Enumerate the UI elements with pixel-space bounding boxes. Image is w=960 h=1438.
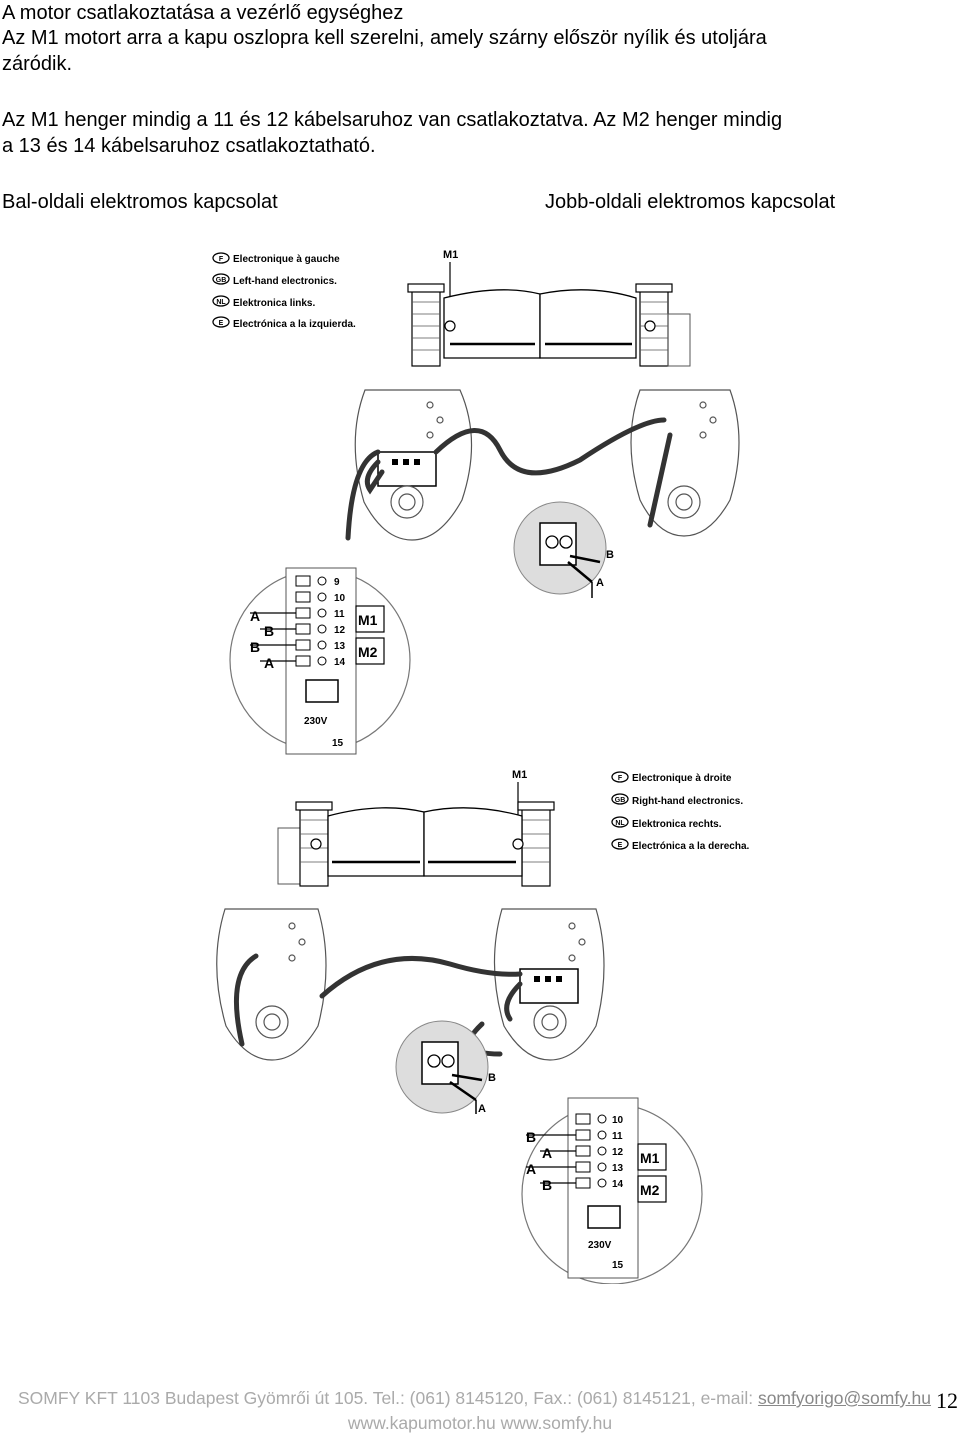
terminal-label: 14 bbox=[612, 1179, 624, 1190]
terminal-label: 11 bbox=[612, 1131, 623, 1142]
connector-b-label: B bbox=[488, 1072, 496, 1084]
terminal: 10 bbox=[295, 591, 346, 604]
legend-code: F bbox=[219, 256, 224, 263]
motor-m1-label: M1 bbox=[443, 249, 458, 261]
wire-label: B bbox=[526, 1129, 536, 1145]
footer-email-link[interactable]: somfyorigo@somfy.hu bbox=[757, 1388, 932, 1408]
motor-m2-terminal-label: M2 bbox=[640, 1182, 660, 1198]
legend-item: GB Right-hand electronics. bbox=[611, 793, 743, 807]
terminal-block-zoom: 10 11 12 13 14 B A A B M1 M2 230V 15 bbox=[521, 1097, 703, 1284]
fuse-label: 15 bbox=[332, 738, 344, 749]
terminal-label: 10 bbox=[334, 593, 346, 604]
power-label: 230V bbox=[588, 1240, 612, 1251]
motor-m1-terminal-label: M1 bbox=[640, 1150, 660, 1166]
terminal-label: 12 bbox=[612, 1147, 624, 1158]
motor-housing bbox=[216, 908, 327, 1061]
wire-label: B bbox=[264, 623, 274, 639]
legend-code: GB bbox=[615, 797, 626, 804]
terminal: 12 bbox=[575, 1145, 624, 1158]
heading-line-2: Az M1 motort arra a kapu oszlopra kell s… bbox=[2, 27, 767, 49]
legend-item: E Electrónica a la derecha. bbox=[611, 838, 750, 852]
terminal-label: 12 bbox=[334, 625, 346, 636]
wire-label: B bbox=[250, 639, 260, 655]
wire-label: A bbox=[526, 1161, 536, 1177]
legend-text: Electrónica a la derecha. bbox=[632, 841, 750, 852]
legend-code: GB bbox=[216, 277, 227, 284]
legend-text: Elektronica rechts. bbox=[632, 819, 722, 830]
legend-text: Elektronica links. bbox=[233, 298, 315, 309]
legend-code: NL bbox=[615, 820, 625, 827]
legend-text: Right-hand electronics. bbox=[632, 796, 743, 807]
heading-line-1: A motor csatlakoztatása a vezérlő egység… bbox=[2, 2, 404, 24]
control-unit-housing bbox=[493, 908, 605, 1061]
wire-label: A bbox=[264, 655, 274, 671]
gate-illustration: M1 bbox=[407, 249, 691, 367]
terminal-label: 11 bbox=[334, 609, 345, 620]
wire-label: A bbox=[542, 1145, 552, 1161]
paragraph-line-2: a 13 és 14 kábelsaruhoz csatlakoztatható… bbox=[2, 135, 376, 157]
fuse-label: 15 bbox=[612, 1260, 624, 1271]
column-right-title: Jobb-oldali elektromos kapcsolat bbox=[545, 191, 836, 213]
motor-m1-label: M1 bbox=[512, 769, 527, 781]
terminal: 13 bbox=[295, 639, 346, 652]
motor-m1-terminal-label: M1 bbox=[358, 612, 378, 628]
column-left-title: Bal-oldali elektromos kapcsolat bbox=[2, 191, 278, 213]
heading-line-3: záródik. bbox=[2, 53, 73, 75]
legend-text: Electrónica a la izquierda. bbox=[233, 319, 356, 330]
left-hand-wiring-diagram: F Electronique à gauche GB Left-hand ele… bbox=[212, 249, 740, 755]
legend-code: F bbox=[618, 775, 623, 782]
terminal: 11 bbox=[575, 1129, 623, 1142]
footer-company-line: SOMFY KFT 1103 Budapest Gyömrői út 105. … bbox=[18, 1388, 931, 1409]
terminal-label: 13 bbox=[612, 1163, 624, 1174]
terminal-label: 13 bbox=[334, 641, 346, 652]
legend-item: E Electrónica a la izquierda. bbox=[212, 316, 356, 330]
control-unit-housing bbox=[354, 389, 473, 541]
terminal: 10 bbox=[575, 1113, 624, 1126]
terminal-label: 9 bbox=[334, 577, 340, 588]
legend-item: F Electronique à droite bbox=[611, 771, 732, 784]
legend-right: F Electronique à droite GB Right-hand el… bbox=[611, 771, 750, 852]
legend-item: GB Left-hand electronics. bbox=[212, 273, 337, 287]
legend-code: E bbox=[219, 320, 224, 327]
legend-left: F Electronique à gauche GB Left-hand ele… bbox=[212, 252, 356, 330]
page-number: 12 bbox=[936, 1388, 958, 1413]
power-label: 230V bbox=[304, 716, 328, 727]
footer-websites[interactable]: www.kapumotor.hu www.somfy.hu bbox=[347, 1413, 613, 1433]
connector-zoom: B A bbox=[395, 1020, 496, 1115]
legend-text: Left-hand electronics. bbox=[233, 276, 337, 287]
paragraph-line-1: Az M1 henger mindig a 11 és 12 kábelsaru… bbox=[2, 109, 783, 131]
legend-code: NL bbox=[216, 299, 226, 306]
right-hand-wiring-diagram: F Electronique à droite GB Right-hand el… bbox=[216, 769, 750, 1284]
motor-cable bbox=[233, 953, 523, 1057]
legend-text: Electronique à gauche bbox=[233, 254, 340, 265]
terminal: 9 bbox=[295, 575, 340, 588]
gate-illustration: M1 bbox=[277, 769, 555, 887]
motor-cable bbox=[345, 417, 673, 541]
legend-item: NL Elektronica rechts. bbox=[611, 816, 722, 830]
connector-a-label: A bbox=[596, 577, 604, 589]
motor-housing bbox=[630, 389, 740, 537]
terminal-label: 10 bbox=[612, 1115, 624, 1126]
terminal-block-zoom: 9 10 11 12 13 14 A B B A M1 M2 230V 15 bbox=[229, 567, 411, 755]
terminal: 13 bbox=[575, 1161, 624, 1174]
legend-item: F Electronique à gauche bbox=[212, 252, 340, 265]
terminal-label: 14 bbox=[334, 657, 346, 668]
wire-label: A bbox=[250, 608, 260, 624]
legend-item: NL Elektronica links. bbox=[212, 295, 315, 309]
connector-b-label: B bbox=[606, 549, 614, 561]
legend-text: Electronique à droite bbox=[632, 773, 732, 784]
legend-code: E bbox=[618, 842, 623, 849]
wire-label: B bbox=[542, 1177, 552, 1193]
connector-zoom: B A bbox=[513, 501, 614, 598]
footer-company: SOMFY KFT 1103 Budapest Gyömrői út 105. … bbox=[18, 1388, 758, 1408]
connector-a-label: A bbox=[478, 1103, 486, 1115]
motor-m2-terminal-label: M2 bbox=[358, 644, 378, 660]
